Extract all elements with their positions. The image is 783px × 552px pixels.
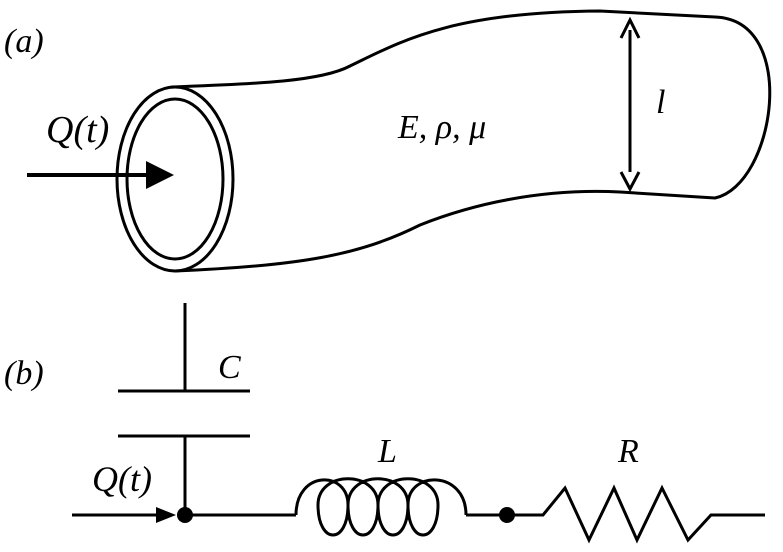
length-arrowhead-top [619, 16, 641, 39]
inductor-coil [294, 477, 468, 537]
panel-a: (a) Q(t) E, ρ, μ l [4, 9, 772, 273]
capacitor-label: C [218, 349, 241, 386]
vessel-body-outline [170, 9, 772, 273]
resistor-zigzag [507, 484, 765, 544]
circuit-inflow-label: Q(t) [92, 459, 152, 499]
inflow-arrowhead [146, 161, 174, 189]
inductor-label: L [377, 433, 397, 470]
resistor-label: R [617, 433, 639, 470]
inflow-label: Q(t) [46, 109, 109, 151]
length-arrowhead-bottom [619, 171, 641, 193]
length-label: l [656, 84, 665, 121]
circuit-inflow-arrowhead [156, 507, 176, 523]
material-properties-label: E, ρ, μ [397, 109, 486, 146]
panel-b-label: (b) [4, 355, 44, 392]
panel-b: (b) C Q(t) L R [4, 303, 765, 544]
vessel-inner-wall-ellipse [125, 97, 225, 261]
panel-a-label: (a) [4, 23, 44, 60]
